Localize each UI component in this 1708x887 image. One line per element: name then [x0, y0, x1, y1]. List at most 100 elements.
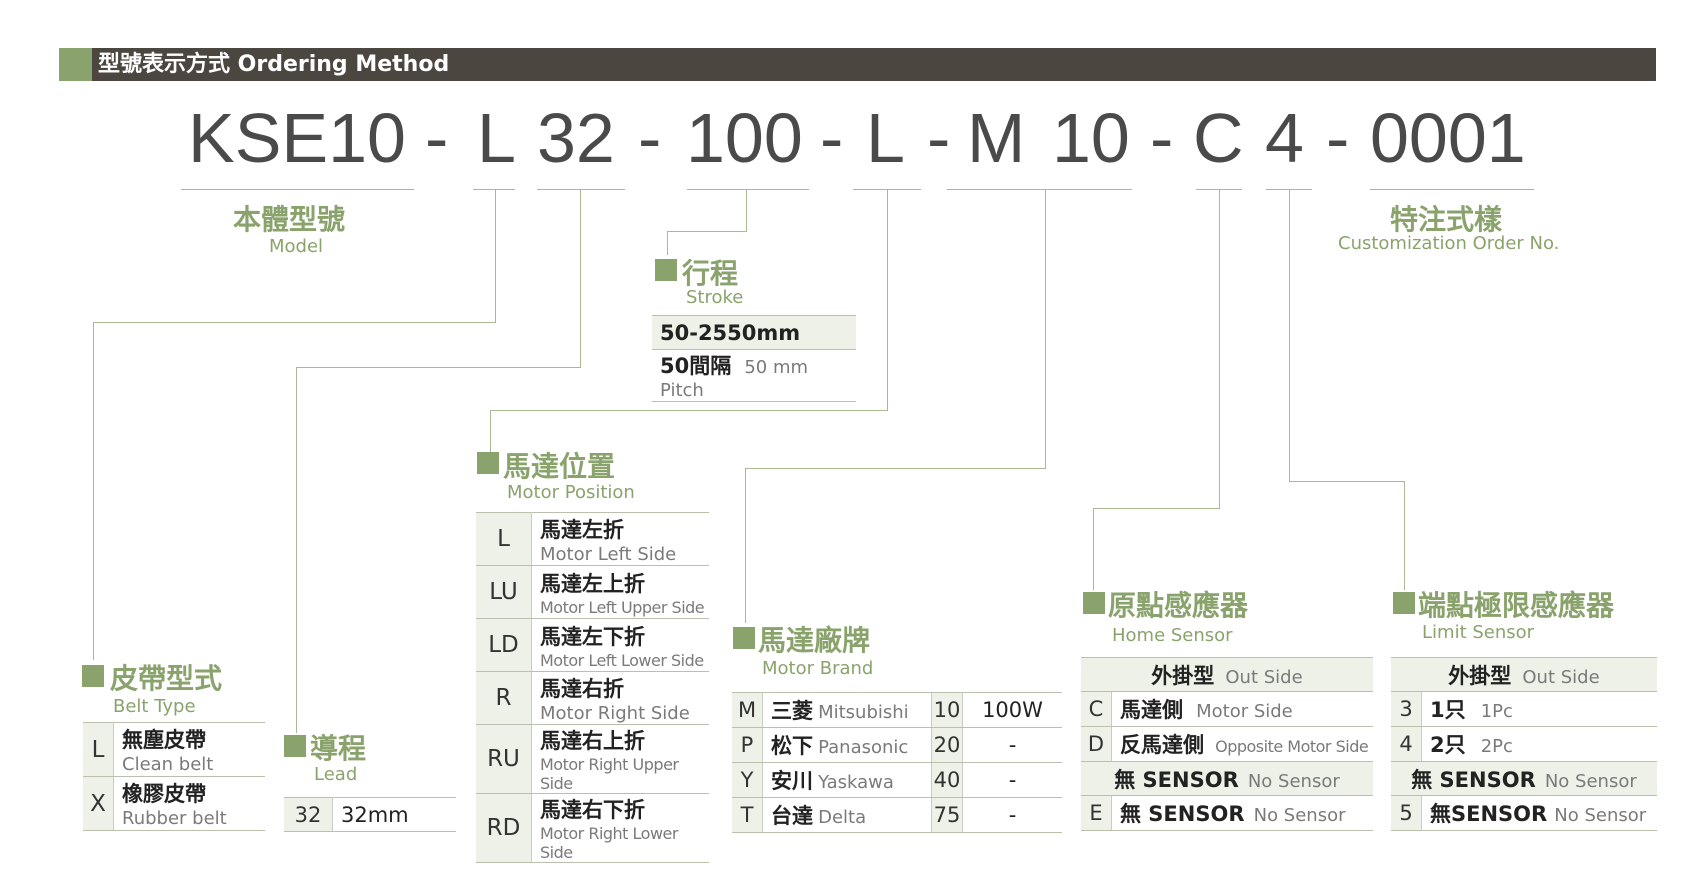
table-row: 無 SENSOR No Sensor: [1081, 761, 1373, 796]
power-code: 10: [931, 692, 963, 728]
table-row: C 馬達側 Motor Side: [1081, 691, 1373, 727]
custom-title: 特注式樣: [1390, 203, 1503, 236]
limit-en: 2Pc: [1480, 736, 1513, 757]
connector-line: [745, 468, 746, 623]
limit-marker: [1393, 592, 1415, 614]
table-row: D 反馬達側 Opposite Motor Side: [1081, 726, 1373, 762]
connector-line: [1289, 481, 1405, 482]
page-title: 型號表示方式 Ordering Method: [98, 52, 450, 77]
belt-en: Rubber belt: [122, 808, 227, 829]
connector-line: [667, 231, 747, 232]
belt-desc: 橡膠皮帶 Rubber belt: [113, 776, 265, 831]
home-code: C: [1081, 691, 1112, 727]
underline-position: [853, 189, 921, 190]
position-code: RU: [476, 724, 532, 794]
stroke-subtitle: Stroke: [686, 287, 744, 308]
home-table: 外掛型 Out Side C 馬達側 Motor Side D 反馬達側 Opp…: [1081, 657, 1373, 831]
position-code: LU: [476, 565, 532, 619]
brand-zh: 松下: [771, 734, 813, 758]
belt-desc: 無塵皮帶 Clean belt: [113, 722, 265, 777]
code-belt: L: [477, 99, 516, 177]
underline-brand: [947, 189, 1132, 190]
brand-zh: 台達: [771, 804, 813, 828]
brand-code: M: [732, 692, 763, 728]
code-dash: -: [1150, 99, 1174, 177]
underline-custom: [1370, 189, 1534, 190]
position-en: Motor Left Upper Side: [540, 597, 705, 617]
code-limit: 4: [1265, 99, 1304, 177]
table-row: M 三菱 Mitsubishi 10 100W: [732, 692, 1062, 728]
position-code: RD: [476, 793, 532, 863]
belt-title: 皮帶型式: [110, 662, 223, 695]
home-en: Motor Side: [1196, 701, 1293, 722]
header-bar: [59, 48, 1656, 81]
table-row: 5 無SENSOR No Sensor: [1391, 795, 1657, 831]
connector-line: [296, 367, 297, 733]
table-row: 50間隔 50 mm Pitch: [652, 349, 856, 402]
home-nosensor: 無 SENSOR No Sensor: [1081, 761, 1373, 796]
belt-zh: 無塵皮帶: [122, 728, 206, 752]
table-row: R 馬達右折 Motor Right Side: [476, 671, 709, 725]
code-power: 10: [1052, 99, 1130, 177]
position-marker: [477, 452, 499, 474]
power-value: -: [962, 762, 1062, 798]
power-code: 20: [931, 727, 963, 763]
code-model: KSE10: [188, 99, 406, 177]
position-desc: 馬達左上折 Motor Left Upper Side: [531, 565, 709, 619]
power-code: 40: [931, 762, 963, 798]
table-row: RD 馬達右下折 Motor Right Lower Side: [476, 793, 709, 863]
underline-belt: [473, 189, 515, 190]
brand-name: 台達 Delta: [762, 797, 932, 833]
connector-line: [746, 190, 747, 231]
table-row: 外掛型 Out Side: [1081, 657, 1373, 692]
lead-marker: [284, 735, 306, 757]
code-brand: M: [967, 99, 1026, 177]
underline-stroke: [687, 189, 809, 190]
table-row: 3 1只 1Pc: [1391, 691, 1657, 727]
position-desc: 馬達右下折 Motor Right Lower Side: [531, 793, 709, 863]
limit-subtitle: Limit Sensor: [1422, 622, 1535, 643]
brand-table: M 三菱 Mitsubishi 10 100W P 松下 Panasonic 2…: [732, 692, 1062, 833]
connector-line: [1404, 481, 1405, 590]
position-zh: 馬達左折: [540, 517, 624, 542]
table-row: T 台達 Delta 75 -: [732, 797, 1062, 833]
connector-line: [490, 410, 888, 411]
connector-line: [296, 367, 581, 368]
limit-code: 3: [1391, 691, 1422, 727]
header-swatch: [59, 48, 92, 81]
limit-nosensor-en: No Sensor: [1544, 770, 1637, 792]
limit-desc: 1只 1Pc: [1421, 691, 1657, 727]
table-row: L 馬達左折 Motor Left Side: [476, 512, 709, 566]
position-en: Motor Right Lower Side: [540, 824, 678, 862]
home-desc: 馬達側 Motor Side: [1111, 691, 1373, 727]
table-row: P 松下 Panasonic 20 -: [732, 727, 1062, 763]
limit-table: 外掛型 Out Side 3 1只 1Pc 4 2只 2Pc 無 SENSOR …: [1391, 657, 1657, 831]
position-zh: 馬達左下折: [540, 624, 645, 649]
table-row: 4 2只 2Pc: [1391, 726, 1657, 762]
brand-en: Yaskawa: [818, 772, 894, 793]
home-zh: 反馬達側: [1120, 733, 1204, 757]
brand-code: P: [732, 727, 763, 763]
power-value: 100W: [962, 692, 1062, 728]
position-code: LD: [476, 618, 532, 672]
limit-en: No Sensor: [1554, 805, 1647, 826]
table-row: 外掛型 Out Side: [1391, 657, 1657, 692]
limit-outside-en: Out Side: [1522, 666, 1600, 688]
brand-title: 馬達廠牌: [758, 624, 871, 657]
stroke-range: 50-2550mm: [652, 315, 856, 350]
table-row: 32 32mm: [284, 797, 456, 832]
brand-code: Y: [732, 762, 763, 798]
position-en: Motor Left Side: [540, 543, 677, 565]
brand-marker: [733, 627, 755, 649]
home-zh: 無 SENSOR: [1120, 802, 1245, 826]
home-desc: 無 SENSOR No Sensor: [1111, 795, 1373, 831]
limit-desc: 無SENSOR No Sensor: [1421, 795, 1657, 831]
position-table: L 馬達左折 Motor Left Side LU 馬達左上折 Motor Le…: [476, 512, 709, 863]
brand-subtitle: Motor Brand: [762, 658, 874, 679]
home-code: E: [1081, 795, 1112, 831]
brand-name: 三菱 Mitsubishi: [762, 692, 932, 728]
position-code: L: [476, 512, 532, 566]
connector-line: [1289, 190, 1290, 481]
home-subtitle: Home Sensor: [1112, 625, 1233, 646]
position-en: Motor Right Side: [540, 702, 690, 724]
